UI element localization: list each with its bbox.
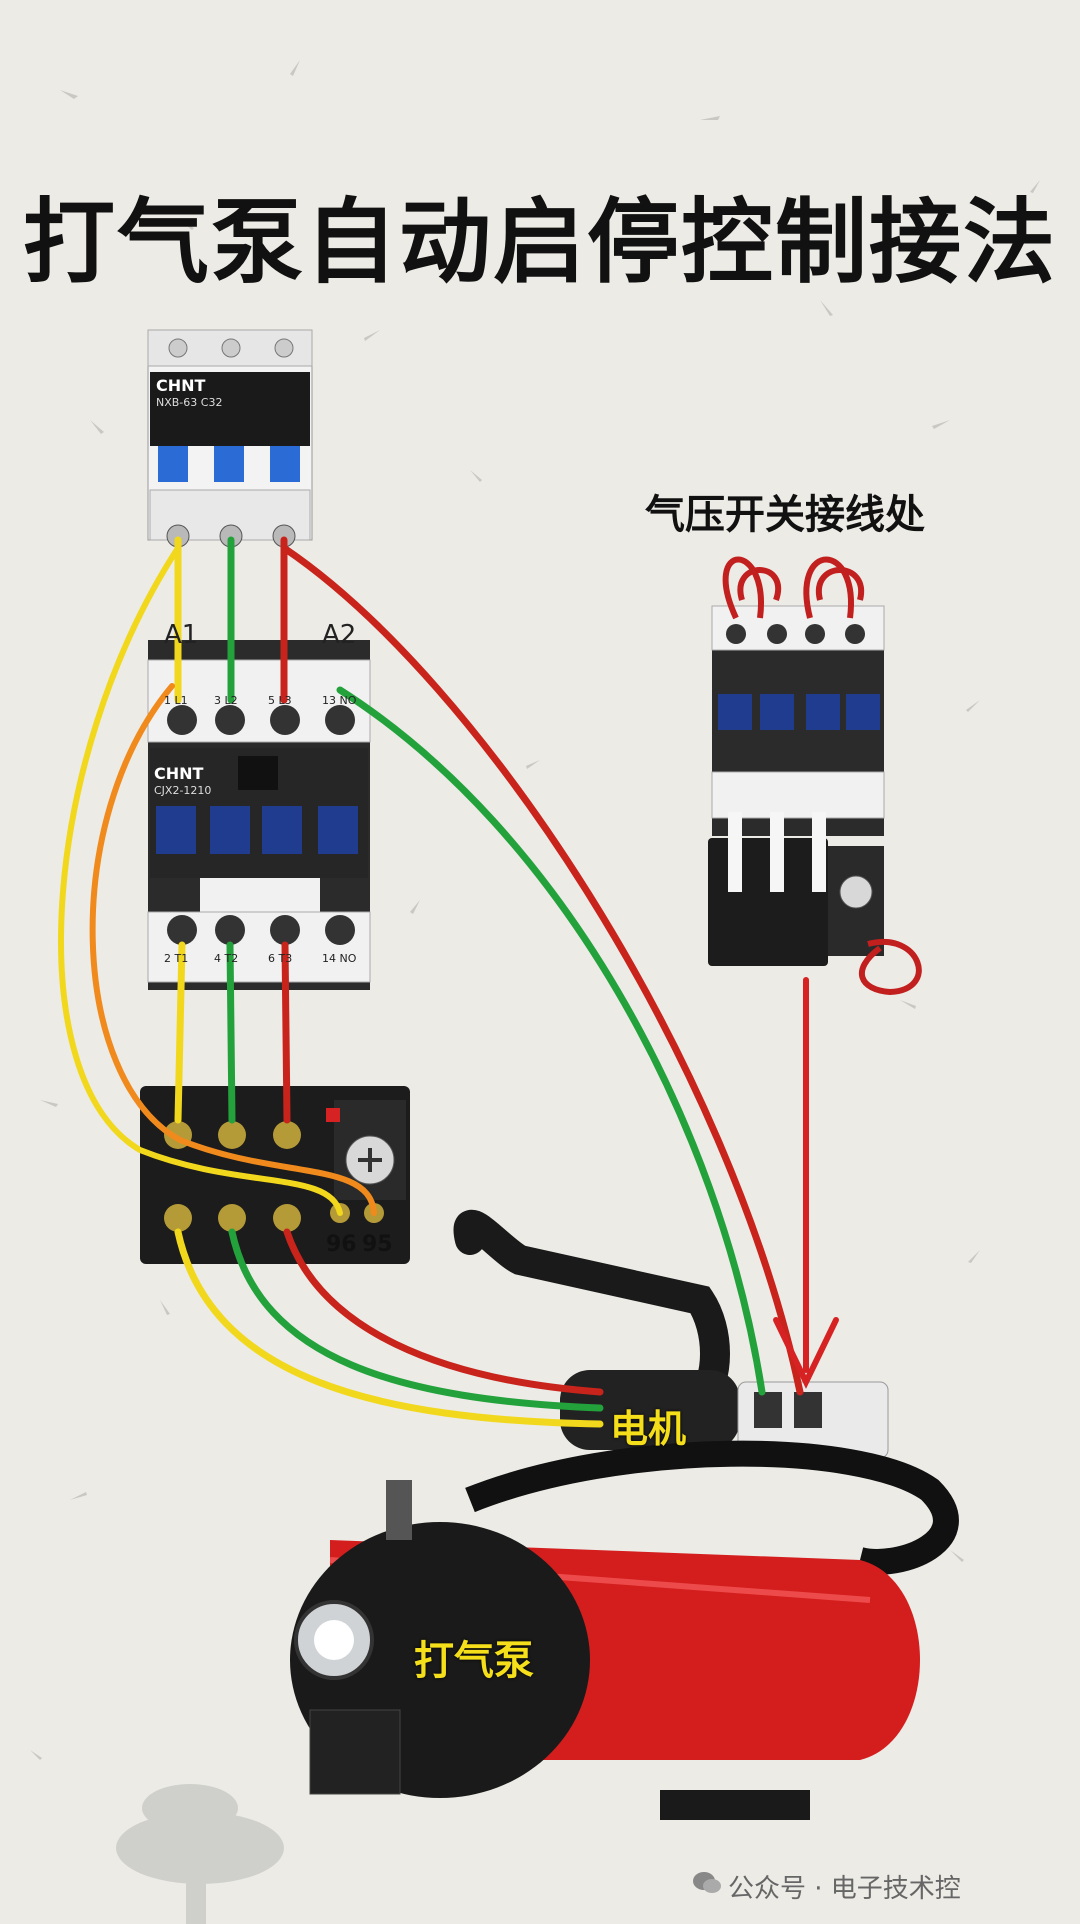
wire-motor-t2 [228, 1228, 604, 1412]
page-title: 打气泵自动启停控制接法 [22, 189, 1057, 296]
breaker-model: NXB-63 C32 [156, 396, 223, 409]
wiring [58, 536, 839, 1428]
air-pump [290, 1209, 959, 1820]
wire-motor-t1 [174, 1228, 604, 1428]
breaker-brand: CHNT [156, 376, 206, 395]
wire-l3-pressure-switch [280, 544, 804, 1396]
wire-coil-a1 [58, 545, 343, 1216]
pressure-switch-label: 气压开关接线处 [645, 492, 925, 538]
contactor-brand: CHNT [154, 764, 204, 783]
terminal-top-1: 1 L1 [164, 694, 188, 707]
contactor-model: CJX2-1210 [154, 784, 212, 797]
wire-motor-t3 [283, 1228, 604, 1396]
terminal-top-3: 5 L3 [268, 694, 292, 707]
terminal-top-2: 3 L2 [214, 694, 238, 707]
pump-label: 打气泵 [414, 1638, 534, 1684]
wire-control-95 [89, 683, 377, 1216]
pressure-switch-assembly [708, 556, 922, 996]
terminal-bottom-3: 6 T3 [268, 952, 293, 965]
main-contactor [147, 640, 371, 990]
terminal-bottom-4: 14 NO [322, 952, 357, 965]
paper-texture [30, 60, 1040, 1760]
coil-a1-label: A1 [164, 620, 199, 650]
wechat-icon [693, 1872, 721, 1893]
coil-a2-label: A2 [322, 620, 357, 650]
tree-watermark [116, 1784, 284, 1924]
watermark-text: 公众号 · 电子技术控 [728, 1874, 961, 1904]
relay-terminal-96: 96 [326, 1232, 357, 1257]
circuit-breaker [147, 329, 313, 548]
terminal-top-4: 13 NO [322, 694, 357, 707]
motor-label: 电机 [610, 1407, 687, 1451]
arrow-head-icon [773, 1317, 839, 1389]
relay-terminal-95: 95 [362, 1232, 393, 1257]
wire-a2-pressure-switch [336, 686, 766, 1396]
terminal-bottom-1: 2 T1 [164, 952, 189, 965]
terminal-bottom-2: 4 T2 [214, 952, 239, 965]
